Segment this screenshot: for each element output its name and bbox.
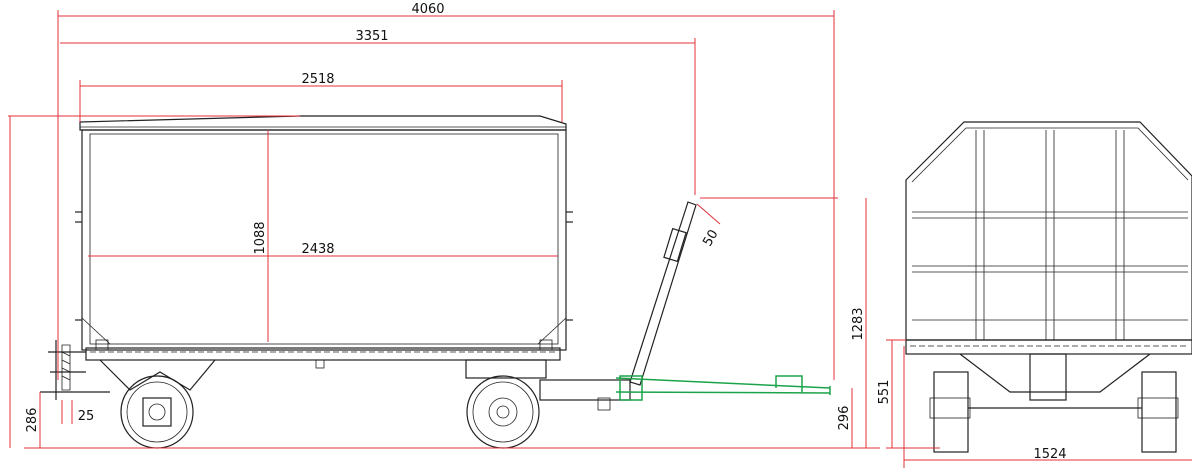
dim-coupling-height: 286 <box>25 408 40 433</box>
dim-overall-height: 1283 <box>851 307 866 340</box>
rear-wheel <box>466 375 540 449</box>
dim-track-width: 1524 <box>1033 447 1066 462</box>
dim-inner-length: 2438 <box>301 242 334 257</box>
dim-drawbar-height: 296 <box>837 406 852 431</box>
dimension-labels: 4060 3351 2518 2438 1088 50 1283 286 25 … <box>25 2 1067 462</box>
dim-length-to-handle: 3351 <box>355 29 388 44</box>
side-view <box>40 115 631 411</box>
tow-handle <box>615 201 831 401</box>
dimension-lines <box>8 10 1192 468</box>
dim-inner-height: 1088 <box>253 221 268 254</box>
dim-body-length: 2518 <box>301 72 334 87</box>
end-view <box>905 121 1192 453</box>
dim-deck-height: 551 <box>877 380 892 405</box>
front-wheel <box>120 375 194 449</box>
dim-overall-length: 4060 <box>411 2 444 17</box>
dim-coupling-offset: 25 <box>78 409 95 424</box>
dim-handle-offset: 50 <box>700 227 721 249</box>
